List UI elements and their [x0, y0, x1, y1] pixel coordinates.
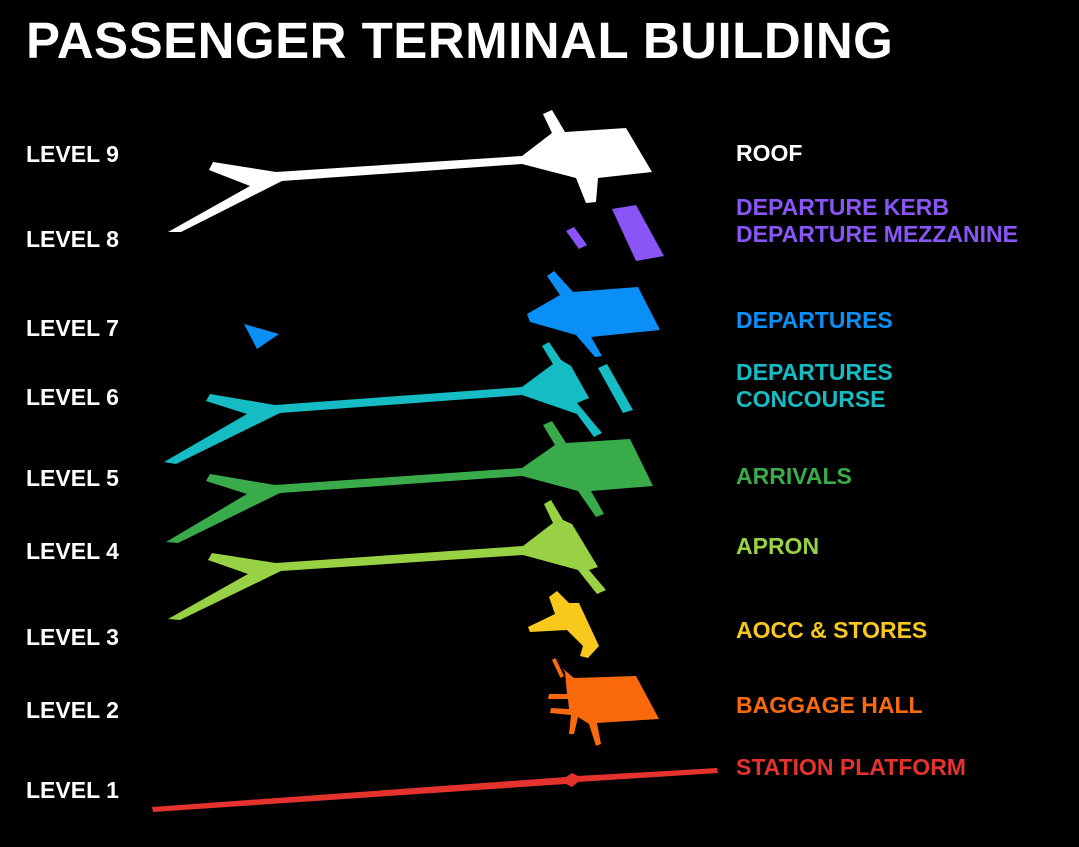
level-8-floor-plan: [566, 205, 664, 261]
level-6-label: LEVEL 6: [26, 384, 119, 410]
level-1-name: STATION PLATFORM: [736, 754, 966, 780]
level-9-name: ROOF: [736, 140, 803, 166]
level-4-name: APRON: [736, 533, 820, 559]
level-2-label: LEVEL 2: [26, 697, 119, 723]
page-title: PASSENGER TERMINAL BUILDING: [26, 12, 894, 69]
level-1-floor-plan: [152, 768, 718, 812]
level-7-label: LEVEL 7: [26, 315, 119, 341]
level-9-label: LEVEL 9: [26, 141, 119, 167]
level-8-name-2: DEPARTURE MEZZANINE: [736, 221, 1018, 247]
level-7-name: DEPARTURES: [736, 307, 893, 333]
level-5-floor-plan: [166, 421, 653, 543]
level-6-name: DEPARTURES: [736, 359, 893, 385]
level-4-label: LEVEL 4: [26, 538, 119, 564]
level-2-name: BAGGAGE HALL: [736, 692, 923, 718]
level-3-label: LEVEL 3: [26, 624, 119, 650]
level-2-floor-plan: [548, 658, 659, 746]
level-1-label: LEVEL 1: [26, 777, 119, 803]
level-9-floor-plan: [168, 110, 652, 232]
level-3-name: AOCC & STORES: [736, 617, 928, 643]
level-3-floor-plan: [528, 591, 599, 658]
level-8-name: DEPARTURE KERB: [736, 194, 949, 220]
level-5-name: ARRIVALS: [736, 463, 852, 489]
level-4-floor-plan: [168, 500, 606, 620]
level-5-label: LEVEL 5: [26, 465, 119, 491]
level-7-floor-plan: [244, 271, 660, 357]
level-8-label: LEVEL 8: [26, 226, 119, 252]
level-6-name-2: CONCOURSE: [736, 386, 886, 412]
level-6-floor-plan: [164, 342, 633, 464]
